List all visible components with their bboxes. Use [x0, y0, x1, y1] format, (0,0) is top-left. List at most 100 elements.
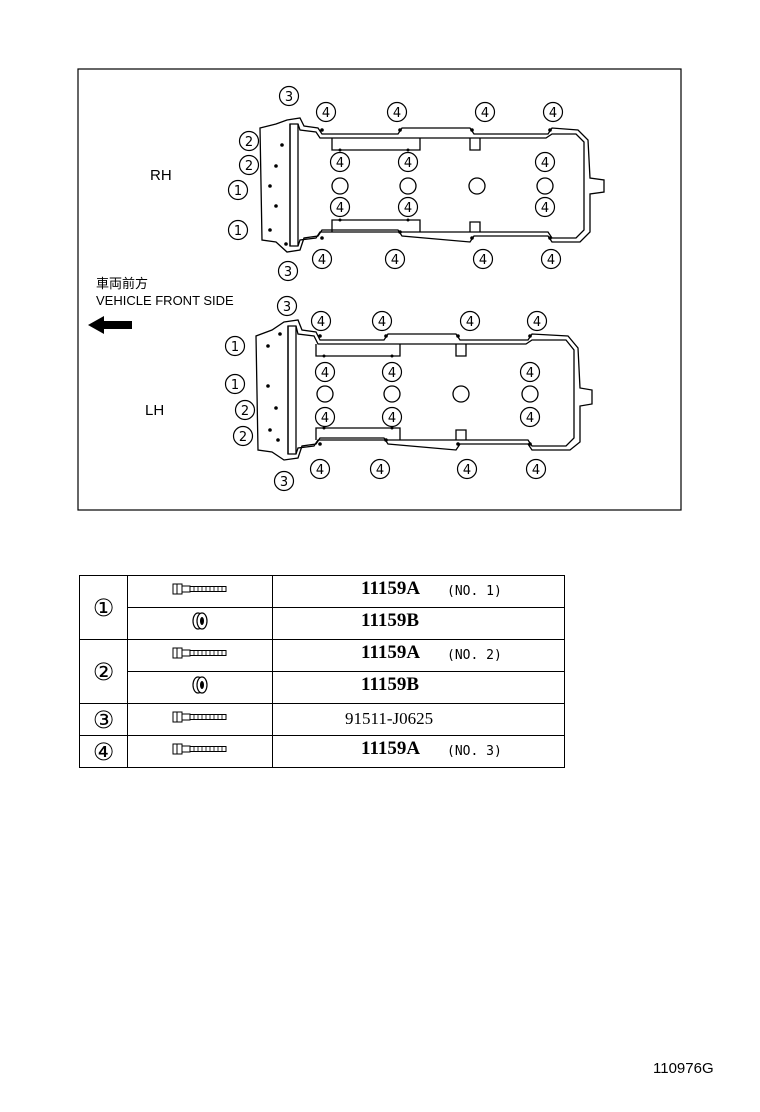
callout-4: 4 — [456, 458, 478, 480]
callout-1: 1 — [224, 373, 246, 395]
callout-number: 4 — [541, 156, 549, 171]
item-number: ④ — [79, 735, 128, 768]
part-note: (NO. 2) — [447, 648, 502, 663]
callout-number: 4 — [463, 463, 471, 478]
callout-number: 4 — [404, 201, 412, 216]
callout-number: 1 — [234, 224, 242, 239]
callout-4: 4 — [519, 406, 541, 428]
part-icon-cell — [127, 639, 273, 672]
vehicle-front-label-en: VEHICLE FRONT SIDE — [96, 293, 234, 308]
callout-number: 4 — [526, 366, 534, 381]
spacer-icon — [192, 612, 208, 630]
callout-number: 3 — [285, 90, 293, 105]
callout-4: 4 — [381, 406, 403, 428]
callout-3: 3 — [276, 295, 298, 317]
callout-number: 3 — [280, 475, 288, 490]
item-number: ① — [79, 575, 128, 640]
callout-number: 4 — [391, 253, 399, 268]
callout-number: 1 — [231, 340, 239, 355]
callout-4: 4 — [459, 310, 481, 332]
callout-number: 4 — [316, 463, 324, 478]
part-number: 11159B — [361, 610, 420, 631]
callout-number: 4 — [336, 201, 344, 216]
callout-4: 4 — [534, 151, 556, 173]
callout-number: 4 — [318, 253, 326, 268]
spacer-icon — [192, 676, 208, 694]
vehicle-front-arrow-icon — [88, 316, 132, 334]
callout-3: 3 — [273, 470, 295, 492]
callout-4: 4 — [314, 361, 336, 383]
callout-number: 4 — [532, 463, 540, 478]
callout-number: 1 — [231, 378, 239, 393]
callout-4: 4 — [329, 151, 351, 173]
callout-1: 1 — [224, 335, 246, 357]
part-number: 11159A — [361, 642, 421, 663]
table-row: ② 11159A (NO. 2) — [79, 639, 565, 704]
callout-4: 4 — [534, 196, 556, 218]
rh-cover — [259, 117, 605, 253]
diagram-frame — [77, 68, 682, 511]
callout-4: 4 — [369, 458, 391, 480]
part-number: 91511-J0625 — [345, 709, 434, 728]
callout-4: 4 — [329, 196, 351, 218]
callout-number: 4 — [393, 106, 401, 121]
callout-number: 2 — [245, 159, 253, 174]
callout-number: 4 — [321, 411, 329, 426]
callout-4: 4 — [397, 196, 419, 218]
callout-2: 2 — [234, 399, 256, 421]
bolt-icon — [172, 711, 227, 723]
part-number: 11159B — [361, 674, 420, 695]
rh-label: RH — [150, 167, 172, 184]
callout-4: 4 — [474, 101, 496, 123]
callout-number: 4 — [388, 366, 396, 381]
item-number: ③ — [79, 703, 128, 736]
callout-number: 2 — [245, 135, 253, 150]
part-icon-cell — [127, 575, 273, 608]
table-row: ④ 11159A(NO. 3) — [79, 735, 565, 768]
part-icon-cell — [127, 735, 273, 768]
lh-cover — [255, 319, 593, 461]
part-number-cell: 11159A(NO. 3) — [272, 735, 565, 768]
callout-number: 4 — [481, 106, 489, 121]
part-number-cell: 11159A (NO. 1) — [272, 575, 565, 608]
callout-number: 4 — [547, 253, 555, 268]
callout-4: 4 — [397, 151, 419, 173]
lh-label: LH — [145, 402, 164, 419]
part-number: 11159A — [361, 578, 421, 599]
bolt-icon — [172, 743, 227, 755]
callout-2: 2 — [232, 425, 254, 447]
part-number-cell: 11159A (NO. 2) — [272, 639, 565, 672]
parts-table: ① 11159A (NO. 1) 11159B ② 11159A (NO. 2) 11159B… — [79, 575, 565, 768]
table-row: ① 11159A (NO. 1) — [79, 575, 565, 640]
callout-4: 4 — [519, 361, 541, 383]
callout-number: 1 — [234, 184, 242, 199]
callout-number: 4 — [541, 201, 549, 216]
callout-number: 3 — [283, 300, 291, 315]
callout-4: 4 — [310, 310, 332, 332]
table-row: ③ 91511-J0625 — [79, 703, 565, 736]
part-note: (NO. 3) — [447, 744, 502, 759]
callout-number: 4 — [479, 253, 487, 268]
callout-4: 4 — [314, 406, 336, 428]
item-number: ② — [79, 639, 128, 704]
part-icon-cell — [127, 703, 273, 736]
part-number-cell: 11159B — [272, 607, 565, 640]
callout-number: 2 — [239, 430, 247, 445]
lh-bolt-holes — [266, 332, 532, 446]
part-note: (NO. 1) — [447, 584, 502, 599]
callout-number: 4 — [317, 315, 325, 330]
callout-number: 4 — [322, 106, 330, 121]
table-row: 11159B — [80, 671, 565, 704]
callout-number: 4 — [321, 366, 329, 381]
callout-4: 4 — [540, 248, 562, 270]
callout-4: 4 — [525, 458, 547, 480]
callout-number: 4 — [549, 106, 557, 121]
callout-number: 4 — [388, 411, 396, 426]
callout-4: 4 — [472, 248, 494, 270]
callout-4: 4 — [315, 101, 337, 123]
bolt-icon — [172, 583, 227, 595]
part-icon-cell — [127, 607, 273, 640]
callout-4: 4 — [309, 458, 331, 480]
